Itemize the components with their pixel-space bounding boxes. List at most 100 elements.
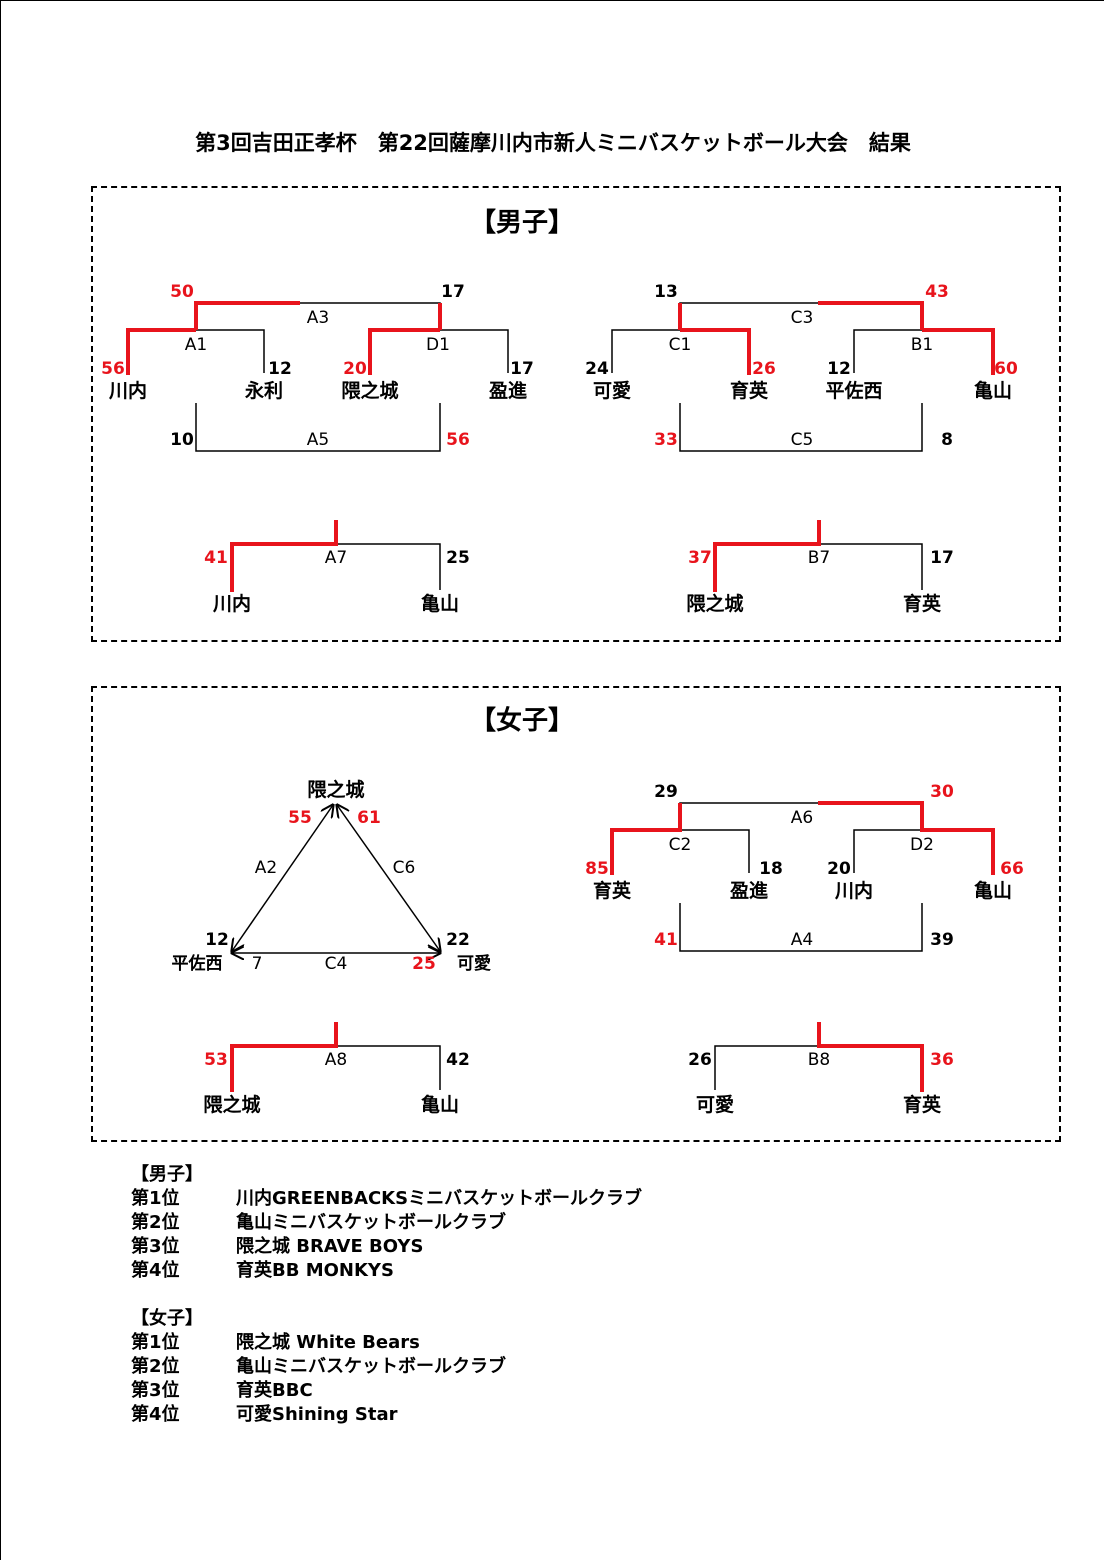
girls-c6-arrow — [337, 805, 440, 951]
boys-standings-heading: 【男子】 — [131, 1164, 203, 1185]
boys-team-kameyama: 亀山 — [973, 380, 1013, 402]
team-name: 亀山ミニバスケットボールクラブ — [236, 1356, 506, 1377]
boys-b1-winner-path — [922, 328, 995, 375]
boys-c1-label: C1 — [668, 335, 692, 355]
girls-c2-left-score: 85 — [585, 859, 609, 879]
girls-c6-right-score: 22 — [446, 930, 470, 950]
girls-standings-heading: 【女子】 — [131, 1308, 203, 1329]
standings-row: 第3位隈之城 BRAVE BOYS — [131, 1235, 642, 1259]
boys-team-enoki: 可愛 — [592, 380, 632, 402]
standings-row: 第4位 育英BB MONKYS — [131, 1259, 642, 1283]
rank-label: 第1位 — [131, 1332, 180, 1353]
boys-a7-winner-path — [230, 520, 338, 592]
girls-c6-top-score: 61 — [357, 808, 381, 828]
boys-a3-right-score: 17 — [441, 282, 465, 302]
girls-a6-left-score: 29 — [654, 782, 678, 802]
standings-row: 第1位 隈之城 White Bears — [131, 1331, 506, 1355]
boys-b1-left-score: 12 — [827, 359, 851, 379]
boys-c5-left-score: 33 — [654, 430, 678, 450]
girls-third-team-right: 育英 — [902, 1094, 942, 1116]
girls-team-eishin: 盈進 — [729, 880, 769, 902]
girls-team-sendai: 川内 — [834, 880, 874, 902]
girls-d2-winner-path — [818, 801, 995, 875]
boys-b1-label: B1 — [910, 335, 934, 355]
boys-third-team-right: 育英 — [902, 593, 942, 615]
girls-league-top-team: 隈之城 — [307, 779, 365, 801]
girls-b8-right-score: 36 — [930, 1050, 954, 1070]
boys-a5-right-score: 56 — [446, 430, 470, 450]
boys-b1-right-score: 60 — [994, 359, 1018, 379]
standings-row: 第2位亀山ミニバスケットボールクラブ — [131, 1355, 506, 1379]
boys-c1-right-score: 26 — [752, 359, 776, 379]
boys-b7-winner-path — [713, 520, 821, 592]
girls-c4-right-score: 25 — [412, 954, 436, 974]
girls-c4-left-score: 7 — [251, 954, 263, 974]
girls-b8-left-score: 26 — [688, 1050, 712, 1070]
girls-a2-left-score: 12 — [205, 930, 229, 950]
girls-third-team-left: 可愛 — [695, 1094, 735, 1116]
boys-b7-left-score: 37 — [688, 548, 712, 568]
standings-row: 第1位川内GREENBACKSミニバスケットボールクラブ — [131, 1187, 642, 1211]
girls-final-team-right: 亀山 — [420, 1094, 460, 1116]
girls-c6-label: C6 — [392, 858, 416, 878]
girls-league-right-team: 可愛 — [457, 954, 491, 974]
girls-a2-top-score: 55 — [288, 808, 312, 828]
rank-label: 第3位 — [131, 1236, 180, 1257]
girls-a2-label: A2 — [254, 858, 278, 878]
team-name: 隈之城 White Bears — [236, 1332, 420, 1353]
boys-c5-right-score: 8 — [941, 430, 953, 450]
boys-a5-label: A5 — [306, 430, 330, 450]
boys-team-hirasanishi: 平佐西 — [825, 380, 883, 402]
girls-a6-label: A6 — [790, 808, 814, 828]
girls-a4-right-score: 39 — [930, 930, 954, 950]
boys-a3-label: A3 — [306, 308, 330, 328]
boys-final-team-right: 亀山 — [420, 593, 460, 615]
girls-team-ikuei: 育英 — [592, 880, 632, 902]
girls-final-team-left: 隈之城 — [203, 1094, 261, 1116]
boys-c3-winner-path — [818, 301, 924, 330]
boys-third-team-left: 隈之城 — [686, 593, 744, 615]
girls-a6-right-score: 30 — [930, 782, 954, 802]
girls-a8-label: A8 — [324, 1050, 348, 1070]
girls-a4-bracket — [679, 903, 923, 952]
team-name: 可愛Shining Star — [236, 1404, 398, 1425]
team-name: 亀山ミニバスケットボールクラブ — [236, 1212, 506, 1233]
boys-section-label: 【男子】 — [470, 208, 575, 238]
boys-a7-left-score: 41 — [204, 548, 228, 568]
girls-a8-winner-path — [230, 1022, 338, 1092]
girls-c2-right-score: 18 — [759, 859, 783, 879]
standings-row: 第3位育英BBC — [131, 1379, 506, 1403]
boys-c1-left-score: 24 — [585, 359, 609, 379]
boys-d1-left-score: 20 — [343, 359, 367, 379]
girls-section-label: 【女子】 — [470, 706, 575, 736]
girls-d2-left-score: 20 — [827, 859, 851, 879]
girls-a4-label: A4 — [790, 930, 814, 950]
team-name: 育英BBC — [236, 1380, 313, 1401]
girls-b8-label: B8 — [807, 1050, 831, 1070]
rank-label: 第4位 — [131, 1260, 180, 1281]
boys-c3-left-score: 13 — [654, 282, 678, 302]
team-name: 育英BB MONKYS — [236, 1260, 394, 1281]
boys-standings: 【男子】 第1位川内GREENBACKSミニバスケットボールクラブ 第2位亀山ミ… — [131, 1163, 642, 1283]
boys-d1-label: D1 — [426, 335, 450, 355]
boys-final-team-left: 川内 — [212, 593, 252, 615]
girls-c2-winner-path — [610, 803, 682, 875]
girls-a8-right-score: 42 — [446, 1050, 470, 1070]
boys-b7-label: B7 — [807, 548, 831, 568]
boys-a7-label: A7 — [324, 548, 348, 568]
boys-team-kumanojo: 隈之城 — [341, 380, 399, 402]
boys-c3-label: C3 — [790, 308, 814, 328]
girls-team-kameyama: 亀山 — [973, 880, 1013, 902]
boys-a5-left-score: 10 — [170, 430, 194, 450]
girls-bracket-box — [91, 686, 1061, 1142]
boys-team-eishin: 盈進 — [488, 380, 528, 402]
boys-c3-right-score: 43 — [925, 282, 949, 302]
page-title: 第3回吉田正孝杯 第22回薩摩川内市新人ミニバスケットボール大会 結果 — [195, 131, 911, 155]
standings-row: 第2位亀山ミニバスケットボールクラブ — [131, 1211, 642, 1235]
rank-label: 第1位 — [131, 1188, 180, 1209]
girls-a8-left-score: 53 — [204, 1050, 228, 1070]
girls-a2-arrow — [232, 805, 333, 951]
girls-d2-right-score: 66 — [1000, 859, 1024, 879]
